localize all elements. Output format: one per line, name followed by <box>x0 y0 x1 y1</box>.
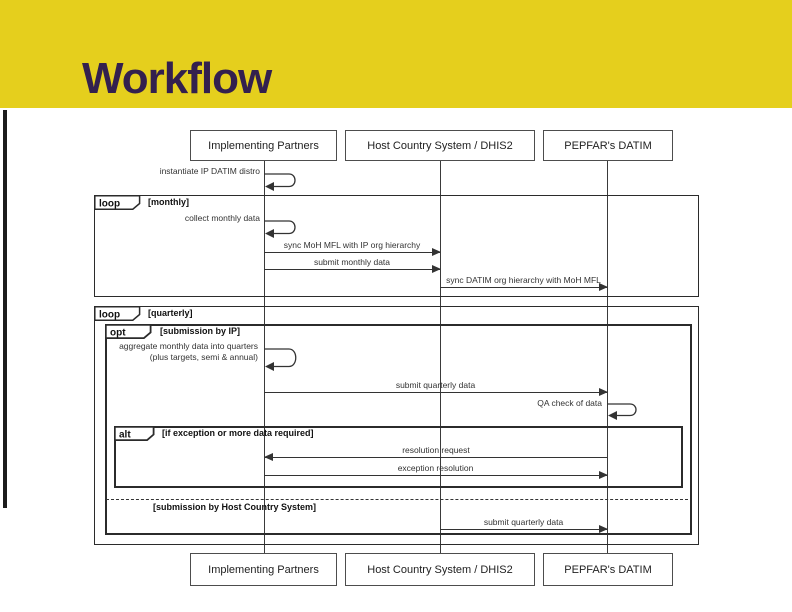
message-line <box>265 457 607 458</box>
actor-label: Implementing Partners <box>208 139 319 152</box>
arrowhead-right-icon <box>599 388 608 397</box>
message-line <box>440 529 607 530</box>
actor-label: PEPFAR's DATIM <box>564 139 652 152</box>
alt-guard: [if exception or more data required] <box>162 428 314 438</box>
left-accent-bar <box>3 110 7 508</box>
title-band <box>0 0 792 108</box>
alt-operand-divider <box>106 499 688 500</box>
message-label: exception resolution <box>397 463 474 473</box>
arrowhead-right-icon <box>599 471 608 480</box>
message-line <box>264 252 440 253</box>
page-title: Workflow <box>82 54 272 103</box>
message-label-aggregate-line2: (plus targets, semi & annual) <box>149 352 258 362</box>
message-line <box>264 475 607 476</box>
frame-opt-submission-ip <box>105 324 692 535</box>
opt-tab: opt <box>105 324 152 339</box>
alt-tab: alt <box>114 426 155 441</box>
lifeline-host-country-system <box>440 161 441 553</box>
message-label: submit quarterly data <box>395 380 476 390</box>
loop-monthly-guard: [monthly] <box>148 197 189 207</box>
actor-label: Implementing Partners <box>208 563 319 576</box>
frame-loop-quarterly <box>94 306 699 545</box>
lifeline-implementing-partners <box>264 161 265 553</box>
actor-label: Host Country System / DHIS2 <box>367 139 513 152</box>
message-label-aggregate-line1: aggregate monthly data into quarters <box>119 341 258 351</box>
message-label: sync DATIM org hierarchy with MoH MFL <box>446 275 601 285</box>
divider-guard: [submission by Host Country System] <box>153 502 317 512</box>
lifeline-pepfar-datim <box>607 161 608 553</box>
message-line <box>264 392 607 393</box>
message-label: submit monthly data <box>313 257 391 267</box>
actor-top-implementing-partners: Implementing Partners <box>190 130 337 161</box>
actor-label: PEPFAR's DATIM <box>564 563 652 576</box>
message-label: sync MoH MFL with IP org hierarchy <box>283 240 421 250</box>
frame-loop-monthly <box>94 195 699 297</box>
message-label-collect: collect monthly data <box>184 213 260 223</box>
arrowhead-left-icon <box>264 453 273 462</box>
actor-top-host-country-system: Host Country System / DHIS2 <box>345 130 535 161</box>
loop-quarterly-guard: [quarterly] <box>148 308 193 318</box>
opt-guard: [submission by IP] <box>160 326 241 336</box>
message-label: submit quarterly data <box>483 517 564 527</box>
loop-monthly-tab: loop <box>94 195 141 210</box>
loop-quarterly-tab: loop <box>94 306 141 321</box>
actor-top-pepfar-datim: PEPFAR's DATIM <box>543 130 673 161</box>
self-message-arrow-collect <box>264 220 296 238</box>
message-label-qa-check: QA check of data <box>537 398 602 408</box>
message-line <box>440 287 607 288</box>
arrowhead-right-icon <box>599 283 608 292</box>
loop-operator-label: loop <box>99 310 120 321</box>
alt-operator-label: alt <box>119 430 131 441</box>
message-label-instantiate: instantiate IP DATIM distro <box>159 166 260 176</box>
loop-operator-label: loop <box>99 199 120 210</box>
actor-bottom-implementing-partners: Implementing Partners <box>190 553 337 586</box>
self-message-arrow-instantiate <box>264 173 296 191</box>
actor-bottom-pepfar-datim: PEPFAR's DATIM <box>543 553 673 586</box>
arrowhead-right-icon <box>432 248 441 257</box>
message-label: resolution request <box>402 445 470 455</box>
frame-alt-exception <box>114 426 683 488</box>
actor-bottom-host-country-system: Host Country System / DHIS2 <box>345 553 535 586</box>
self-message-arrow-aggregate <box>264 348 297 371</box>
message-line <box>264 269 440 270</box>
actor-label: Host Country System / DHIS2 <box>367 563 513 576</box>
arrowhead-right-icon <box>599 525 608 534</box>
self-message-arrow-qa-check <box>607 403 637 420</box>
opt-operator-label: opt <box>110 328 126 339</box>
arrowhead-right-icon <box>432 265 441 274</box>
